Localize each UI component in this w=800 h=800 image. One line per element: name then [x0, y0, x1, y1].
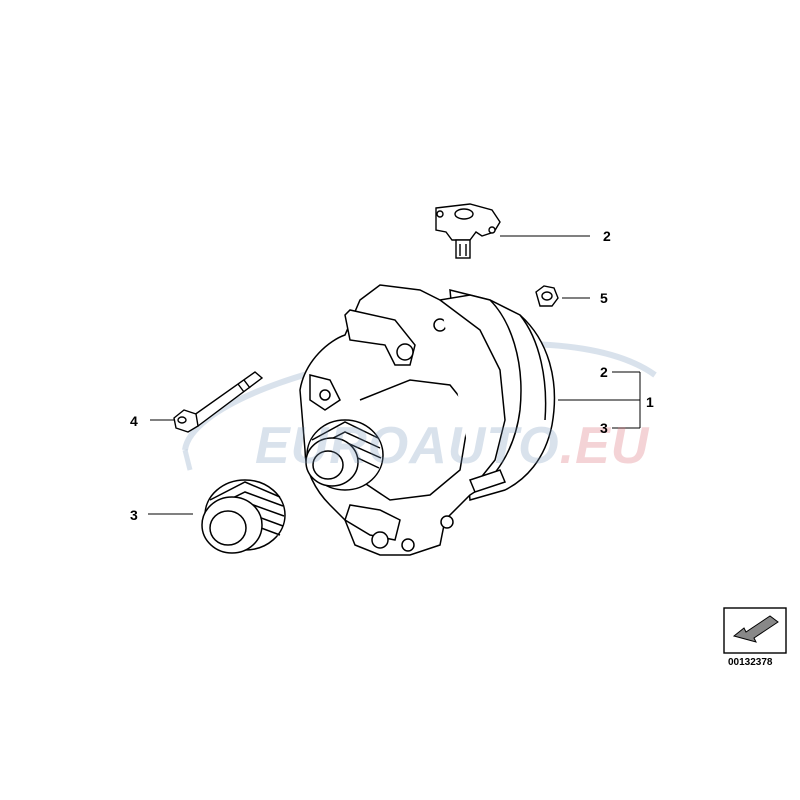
- catalog-number: 00132378: [728, 657, 773, 668]
- nut: [535, 285, 559, 307]
- callout-regulator: 2: [603, 228, 611, 244]
- leader-lines: [148, 235, 641, 515]
- watermark-main: EUROAUTO: [255, 417, 560, 475]
- callout-upper-bracket: 2: [600, 364, 608, 380]
- alternator-pulley: [305, 419, 384, 491]
- callout-nut: 5: [600, 290, 608, 306]
- bolt: [173, 371, 264, 433]
- callout-lower-bracket: 3: [600, 420, 608, 436]
- callout-bolt: 4: [130, 413, 138, 429]
- voltage-regulator: [435, 203, 501, 259]
- watermark-text: EUROAUTO.EU: [255, 420, 649, 472]
- catalog-stamp: [723, 607, 787, 654]
- callout-assembly: 1: [646, 394, 654, 410]
- watermark-suffix: .EU: [559, 417, 650, 475]
- pulley: [201, 479, 286, 554]
- callout-pulley: 3: [130, 507, 138, 523]
